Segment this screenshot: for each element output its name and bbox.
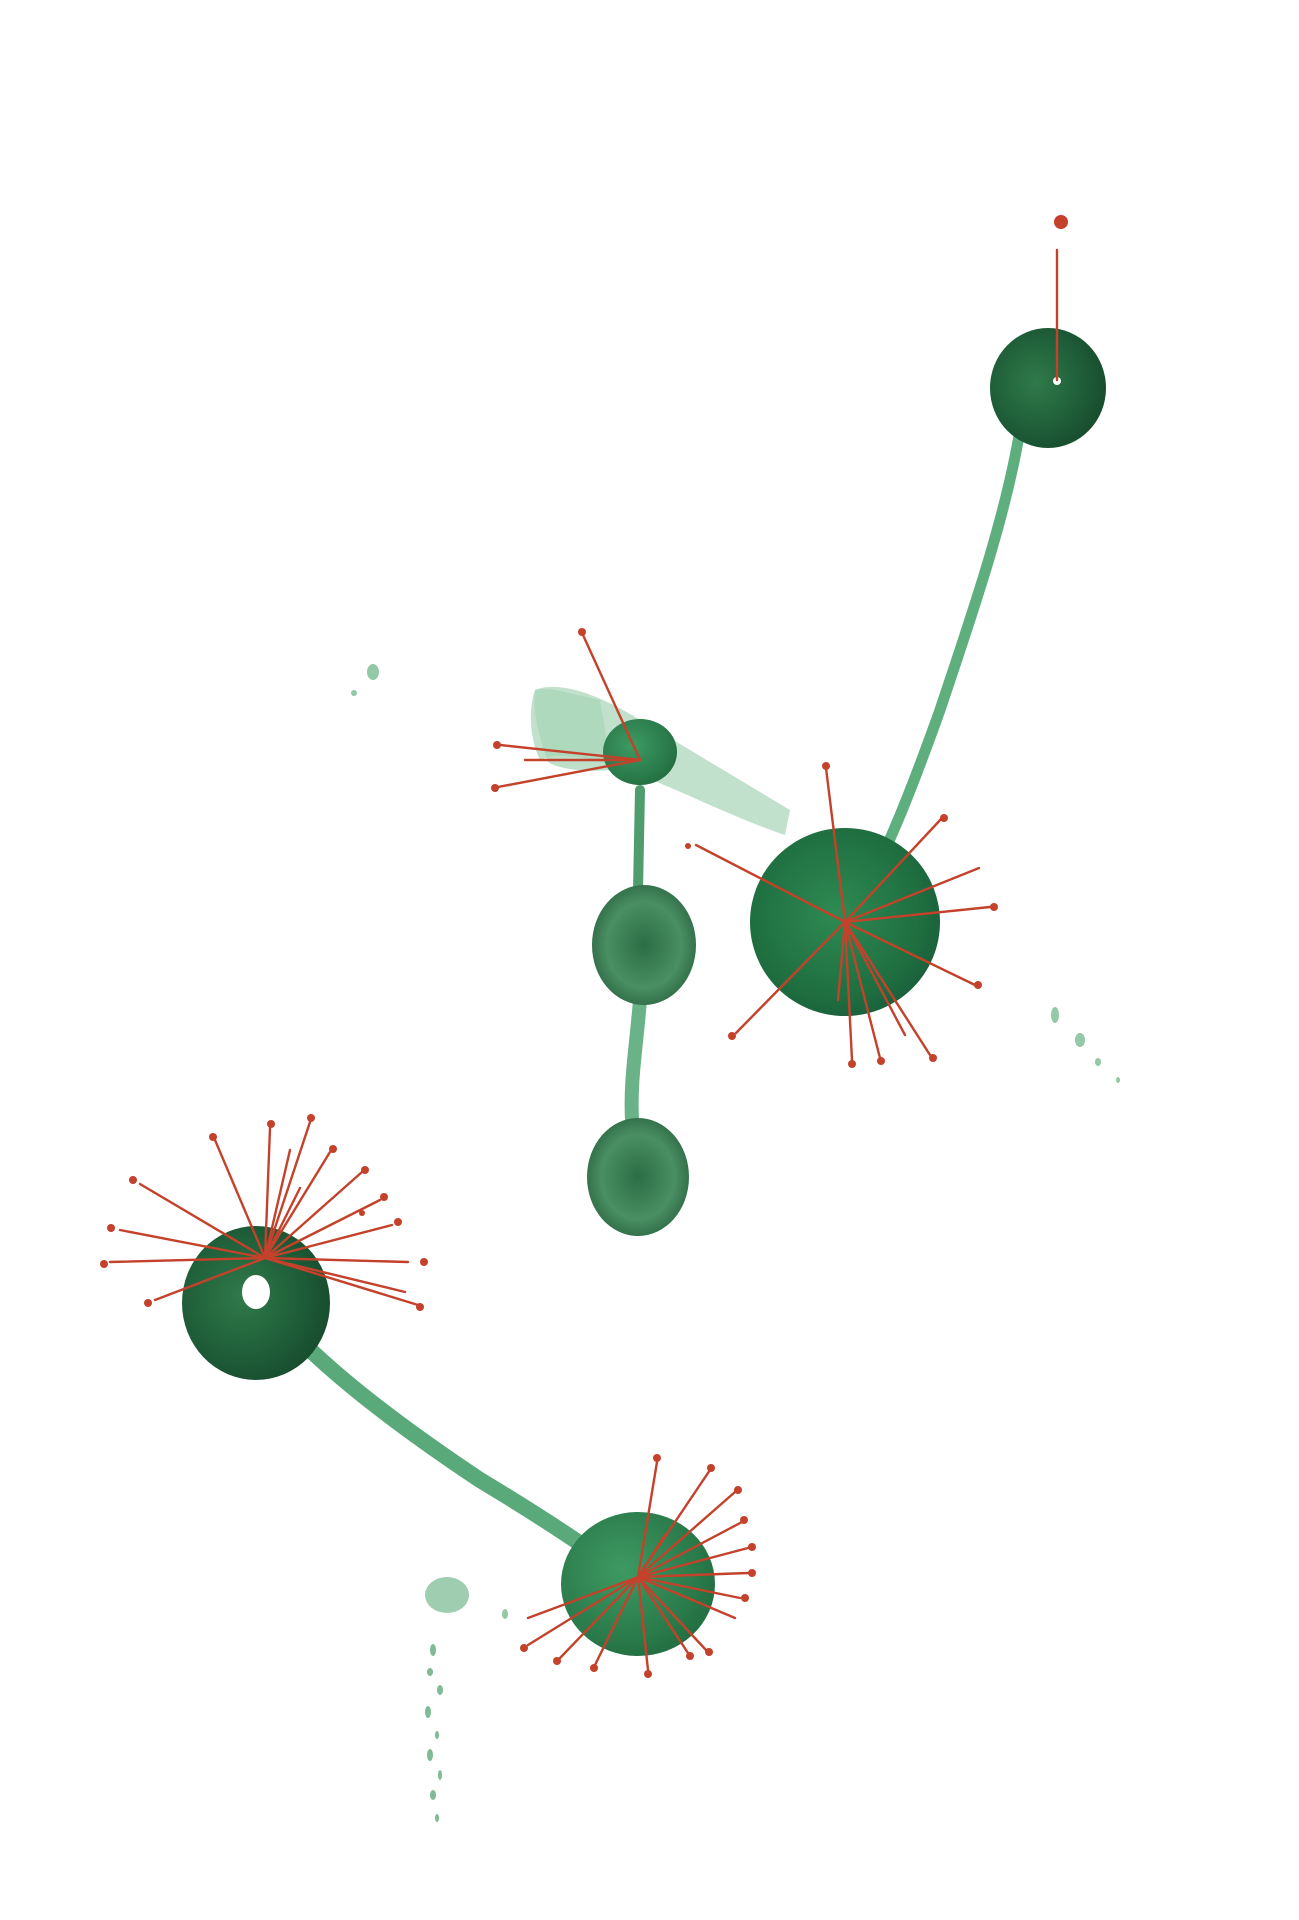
wash-dot-1: [367, 664, 379, 680]
wash-dot-3: [1051, 1007, 1059, 1023]
star-small-upper: [603, 719, 677, 785]
star-left-highlight: [242, 1275, 270, 1309]
wash-dot-7: [502, 1609, 508, 1619]
star-top: [990, 328, 1106, 448]
green-stars: [182, 328, 1106, 1656]
watercolor-washes: [351, 664, 1120, 1822]
wash-drips-lower-left: [425, 1644, 443, 1822]
wash-dot-2: [351, 690, 357, 696]
wash-dot-5: [1095, 1058, 1101, 1066]
constellation-lines: [292, 424, 1026, 1558]
rays-star-left: [100, 1114, 428, 1311]
wash-dot-4: [1075, 1033, 1085, 1047]
stem-left-to-bottom: [292, 1332, 598, 1558]
rays-star-small-upper: [491, 628, 642, 792]
wash-dot-6: [1116, 1077, 1120, 1083]
rays-star-top: [1054, 215, 1068, 382]
star-mid-mottled: [592, 885, 696, 1005]
stem-mid-to-low: [624, 993, 647, 1127]
wash-splash-lower: [425, 1577, 469, 1613]
rays-star-bottom: [520, 1454, 756, 1678]
stem-top-to-big: [874, 424, 1026, 866]
rays-star-big: [685, 762, 998, 1068]
star-low-mottled: [587, 1118, 689, 1236]
red-rays: [100, 215, 1068, 1678]
stem-small-to-mid: [633, 785, 645, 895]
